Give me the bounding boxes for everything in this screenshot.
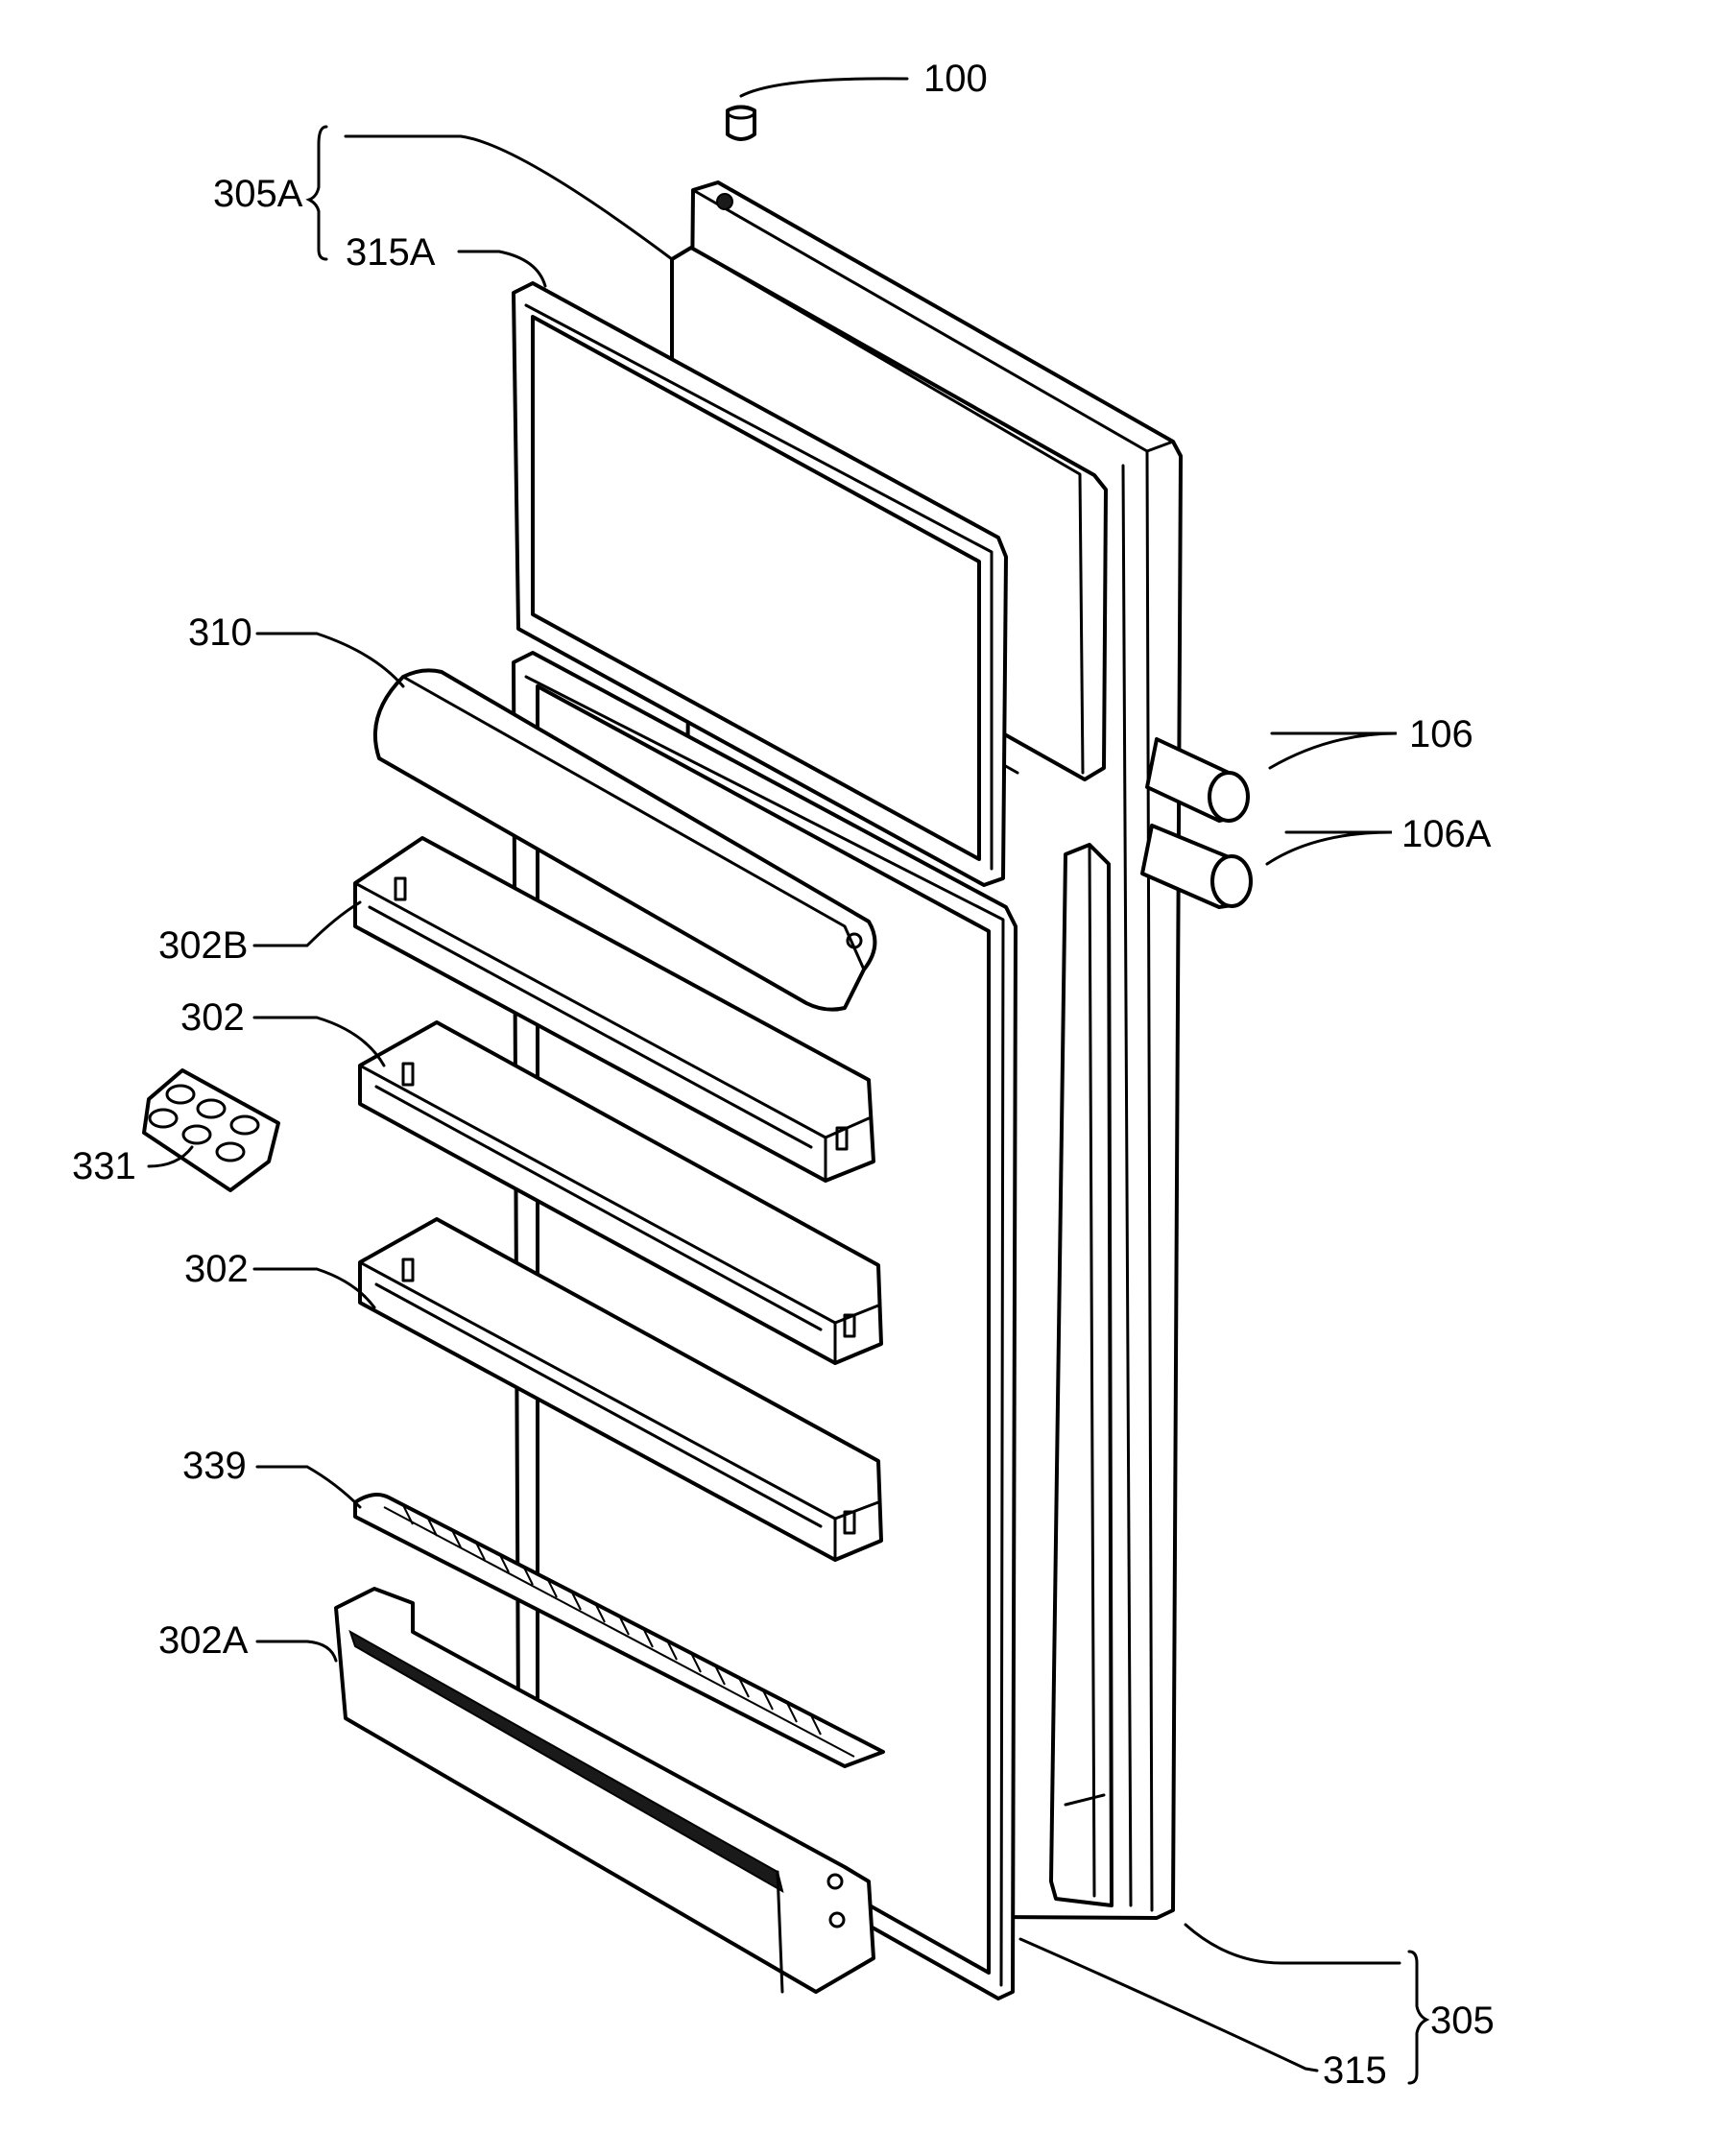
label-302-upper: 302	[180, 996, 245, 1039]
fresh-food-inner-liner	[1049, 843, 1113, 1907]
door-handle-106a	[1140, 824, 1253, 909]
reference-numerals: 100 305A 315A 310 302B 302 331 302 339 3…	[72, 58, 1495, 2092]
label-302a: 302A	[158, 1619, 249, 1662]
dairy-compartment-cover	[372, 668, 877, 1012]
wire-shelf	[353, 1492, 885, 1768]
freezer-gasket	[512, 281, 1008, 887]
door-handle-106	[1145, 737, 1250, 823]
label-310: 310	[188, 611, 252, 654]
egg-tray	[142, 1068, 280, 1192]
door-bin-302a	[334, 1587, 875, 1994]
hinge-pin	[726, 105, 756, 141]
label-315a: 315A	[346, 231, 436, 274]
label-106: 106	[1409, 713, 1473, 755]
door-bin-302-lower	[358, 1217, 883, 1562]
label-339: 339	[182, 1445, 247, 1487]
label-100: 100	[923, 58, 988, 100]
label-106a: 106A	[1401, 813, 1492, 855]
label-305: 305	[1430, 2000, 1495, 2042]
label-302-lower: 302	[184, 1248, 249, 1290]
hinge-hole	[716, 193, 733, 210]
label-315: 315	[1323, 2049, 1387, 2092]
door-bin-302-upper	[358, 1020, 883, 1365]
label-302b: 302B	[158, 924, 248, 967]
label-305a: 305A	[213, 173, 303, 215]
label-331: 331	[72, 1145, 136, 1187]
leader-lines	[147, 77, 1430, 2085]
door-bin-302b	[353, 836, 875, 1183]
